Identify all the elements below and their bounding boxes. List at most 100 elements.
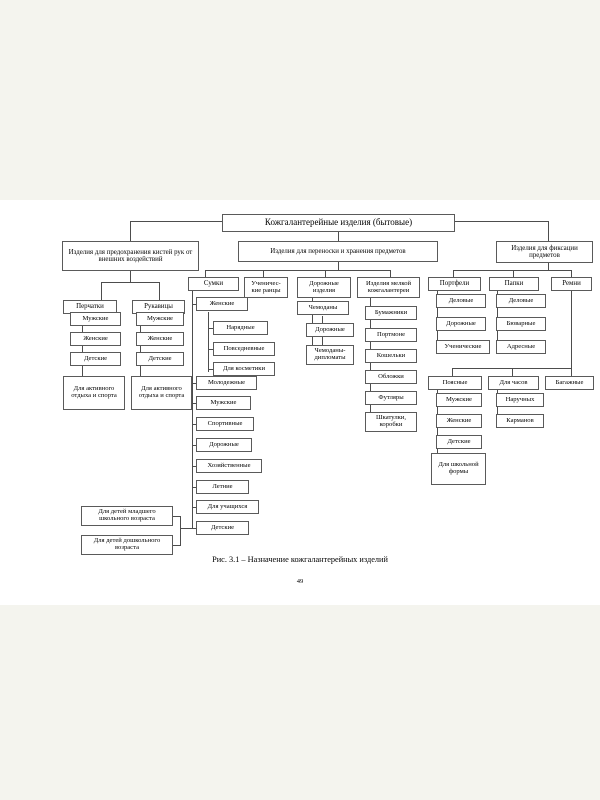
node-s9[interactable]: Детские [196,521,249,535]
node-s3[interactable]: Мужские [196,396,251,410]
connector [205,270,206,277]
connector [192,528,199,529]
node-r2b[interactable]: Карманов [496,414,544,428]
connector [208,369,215,370]
node-g1b[interactable]: Женские [70,332,121,346]
node-m5[interactable]: Футляры [365,391,417,405]
connector [173,516,181,517]
node-d1b[interactable]: Чемоданы-дипломаты [306,345,354,365]
connector [192,288,193,514]
connector [192,487,199,488]
connector [101,282,102,300]
node-p3[interactable]: Ученические [436,340,490,354]
document-page: Кожгалантерейные изделия (бытовые) Издел… [0,200,600,605]
node-p1[interactable]: Деловые [436,294,486,308]
node-s4[interactable]: Спортивные [196,417,254,431]
connector [130,221,131,241]
node-f2[interactable]: Бюварные [496,317,546,331]
node-r[interactable]: Ремни [551,277,592,291]
node-g2d[interactable]: Для активного отдыха и спорта [131,376,192,410]
node-p[interactable]: Портфели [428,277,481,291]
node-m3[interactable]: Кошельки [365,349,417,363]
connector [513,270,514,277]
connector [452,368,453,376]
connector [130,270,131,282]
connector [192,507,199,508]
node-s9a[interactable]: Для детей младшего школьного возраста [81,506,173,526]
node-m4[interactable]: Обложки [365,370,417,384]
node-m1[interactable]: Бумажники [365,306,417,320]
node-s6[interactable]: Хозяйственные [196,459,262,473]
node-d1[interactable]: Чемоданы [297,301,349,315]
node-d[interactable]: Дорожные изделия [297,277,351,298]
node-b2[interactable]: Изделия для переноски и хранения предмет… [238,241,438,262]
node-s1c[interactable]: Для косметики [213,362,275,376]
node-g2c[interactable]: Детские [136,352,184,366]
figure-caption: Рис. 3.1 – Назначение кожгалантерейных и… [212,555,388,564]
connector [173,545,181,546]
connector [571,368,572,376]
connector [548,221,549,242]
connector [192,304,199,305]
node-r1a[interactable]: Мужские [436,393,482,407]
node-s2[interactable]: Молодежные [196,376,257,390]
node-f[interactable]: Папки [489,277,539,291]
connector [101,282,159,283]
node-r1d[interactable]: Для школьной формы [431,453,486,485]
connector [548,262,549,270]
node-r1b[interactable]: Женские [436,414,482,428]
node-s9b[interactable]: Для детей дошкольного возраста [81,535,173,555]
connector [390,270,391,277]
node-s7[interactable]: Летние [196,480,249,494]
connector [325,270,326,277]
node-r1[interactable]: Поясные [428,376,482,390]
connector [192,383,199,384]
connector [263,270,264,277]
node-m[interactable]: Изделия мелкой кожгалантереи [357,277,420,298]
connector [192,424,199,425]
node-g1c[interactable]: Детские [70,352,121,366]
node-root[interactable]: Кожгалантерейные изделия (бытовые) [222,214,455,232]
node-b1[interactable]: Изделия для предохранения кистей рук от … [62,241,199,271]
connector [159,282,160,300]
node-r2[interactable]: Для часов [488,376,539,390]
node-g2b[interactable]: Женские [136,332,184,346]
connector [338,262,339,270]
page-number: 49 [296,578,304,585]
node-s1a[interactable]: Нарядные [213,321,268,335]
node-g1d[interactable]: Для активного отдыха и спорта [63,376,125,410]
node-d1a[interactable]: Дорожные [306,323,354,337]
node-r3[interactable]: Багажные [545,376,594,390]
connector [370,298,371,428]
connector [192,514,193,528]
node-u[interactable]: Ученичес- кие ранцы [244,277,288,298]
connector [192,403,199,404]
node-s5[interactable]: Дорожные [196,438,252,452]
node-r2a[interactable]: Наручных [496,393,544,407]
node-b3[interactable]: Изделия для фиксации предметов [496,241,593,263]
node-p2[interactable]: Дорожные [436,317,486,331]
node-g2a[interactable]: Мужские [136,312,184,326]
connector [180,528,192,529]
connector [571,270,572,277]
diagram-canvas: Кожгалантерейные изделия (бытовые) Издел… [0,200,600,605]
connector [208,349,215,350]
node-m2[interactable]: Портмоне [365,328,417,342]
connector [453,270,454,277]
connector [208,312,209,372]
connector [437,387,438,469]
node-s1[interactable]: Женские [196,297,248,311]
node-m6[interactable]: Шкатулки, коробки [365,412,417,432]
node-s[interactable]: Сумки [188,277,239,291]
node-r1c[interactable]: Детские [436,435,482,449]
node-f3[interactable]: Адресные [496,340,546,354]
node-s8[interactable]: Для учащихся [196,500,259,514]
connector [180,516,181,545]
node-s1b[interactable]: Повседневные [213,342,275,356]
connector [192,466,199,467]
connector [208,328,215,329]
connector [205,270,390,271]
node-g1a[interactable]: Мужские [70,312,121,326]
connector [192,445,199,446]
node-f1[interactable]: Деловые [496,294,546,308]
